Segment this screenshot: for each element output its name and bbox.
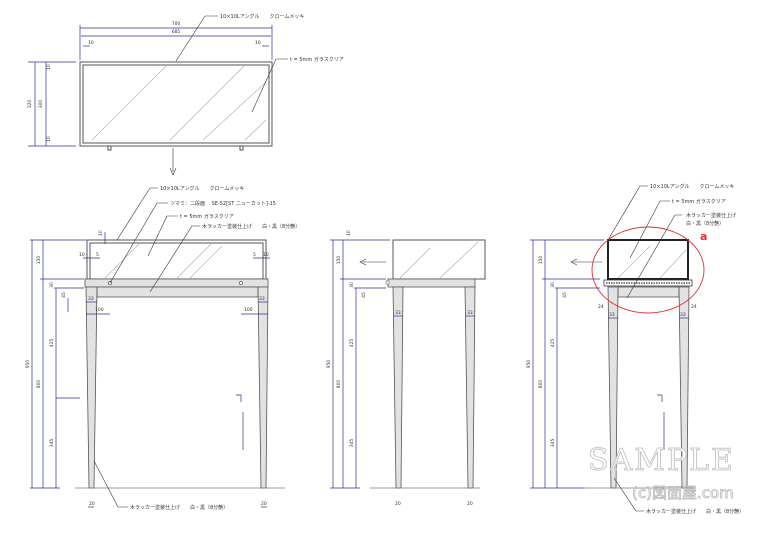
case-frame [607,239,689,280]
dim-345: 345 [349,439,355,448]
dim-685: 685 [172,29,181,35]
dim-950: 950 [25,360,31,369]
dim-45: 45 [562,292,568,298]
dim-10: 10 [88,40,94,46]
dim-100: 100 [244,307,253,313]
dim-425: 425 [349,339,355,348]
label-angle: 10×10Lアングル クロームメッキ [160,185,244,192]
dim-33: 33 [259,296,265,302]
dim-30: 30 [49,282,55,288]
watermark-sample: SAMPLE [588,443,735,478]
dim-800: 800 [336,380,342,389]
arrow-down-icon [169,167,177,176]
dim-24: 24 [598,304,604,310]
side-view: 950 800 150 30 45 425 345 10 33 33 20 20 [326,230,486,507]
detail-callout-letter: a [700,230,707,243]
dim-45: 45 [61,292,67,298]
dim-33: 33 [609,312,615,318]
dim-950: 950 [326,360,332,369]
leg-left [85,286,98,489]
dim-150: 150 [36,256,42,265]
dim-24: 24 [691,304,697,310]
dim-10: 10 [255,40,261,46]
glass-hatch [169,65,245,141]
leg-right [257,286,269,489]
dim-20: 20 [261,501,267,507]
label-angle: 10×10Lアングル クロームメッキ [650,183,734,190]
dim-10: 10 [46,64,52,70]
arrow-left-icon [570,258,578,266]
label-wood: 木ラッカー塗装仕上げ 白・黒（8分艶） [202,223,300,230]
dim-800: 800 [36,380,42,389]
dim-10: 10 [263,252,269,258]
leg-right [464,286,476,489]
dim-300: 300 [38,100,44,109]
dim-320: 320 [27,100,33,109]
watermark-site: (c)図面屋.com [632,484,734,502]
dim-30: 30 [550,282,556,288]
apron [96,286,259,298]
dim-150: 150 [336,256,342,265]
plan-frame [79,61,273,147]
leg-left [392,286,404,489]
label-glass: t = 5mm ガラスクリア [180,213,234,220]
dim-10: 10 [346,230,352,236]
dim-20: 20 [395,501,401,507]
plan-view: 700 685 10 10 320 300 10 10 10×10Lアングル ク… [27,13,344,176]
plan-foot [239,145,244,151]
glass-hatch [202,81,267,141]
label-glass: t = 5mm ガラスクリア [672,198,726,205]
dim-33: 33 [88,296,94,302]
glass-hatch [91,65,167,141]
dim-800: 800 [538,380,544,389]
dim-100: 100 [95,307,104,313]
front-view: 950 800 150 30 45 425 345 10 10 5 5 10 3… [25,185,300,511]
label-wood-finish: 白・黒（8分艶） [686,220,724,227]
dim-33: 33 [467,310,473,316]
dim-20: 20 [467,501,473,507]
detail-callout-ellipse [591,226,705,314]
dim-5: 5 [253,252,256,258]
dim-345: 345 [49,439,55,448]
label-wood-leg: 木ラッカー塗装仕上げ 白・黒（8分艶） [646,508,744,515]
dim-150: 150 [538,256,544,265]
glass-hatch [244,119,267,141]
section-view: a 950 800 150 30 45 425 345 24 24 33 33 … [526,183,744,515]
label-wood-leg: 木ラッカー塗装仕上げ 白・黒（8分艶） [130,504,228,511]
table-top-section [603,279,693,287]
dim-45: 45 [361,292,367,298]
dim-10: 10 [79,252,85,258]
case-frame [392,239,486,280]
apron [617,286,680,298]
label-glass: t = 5mm ガラスクリア [290,56,344,63]
knob-icon [239,281,243,285]
label-angle: 10×10Lアングル クロームメッキ [220,13,304,20]
dim-425: 425 [550,339,556,348]
dim-10: 10 [46,136,52,142]
label-knob: ツマミ：二段面 SE-52[ST ニューカット]-15 [170,200,276,207]
dim-5: 5 [96,252,99,258]
arrow-left-icon [359,258,367,266]
label-wood: 木ラッカー塗装仕上げ [686,212,736,219]
dim-950: 950 [526,360,532,369]
table-top [387,278,476,288]
plan-foot [107,145,112,151]
dim-425: 425 [49,339,55,348]
plan-glass [82,64,270,144]
dim-30: 30 [349,282,355,288]
dim-700: 700 [172,21,181,27]
dim-33: 33 [395,310,401,316]
dim-345: 345 [550,439,556,448]
dim-10: 10 [98,230,104,236]
dim-20: 20 [89,501,95,507]
case-frame [86,239,267,280]
dim-33: 33 [680,312,686,318]
